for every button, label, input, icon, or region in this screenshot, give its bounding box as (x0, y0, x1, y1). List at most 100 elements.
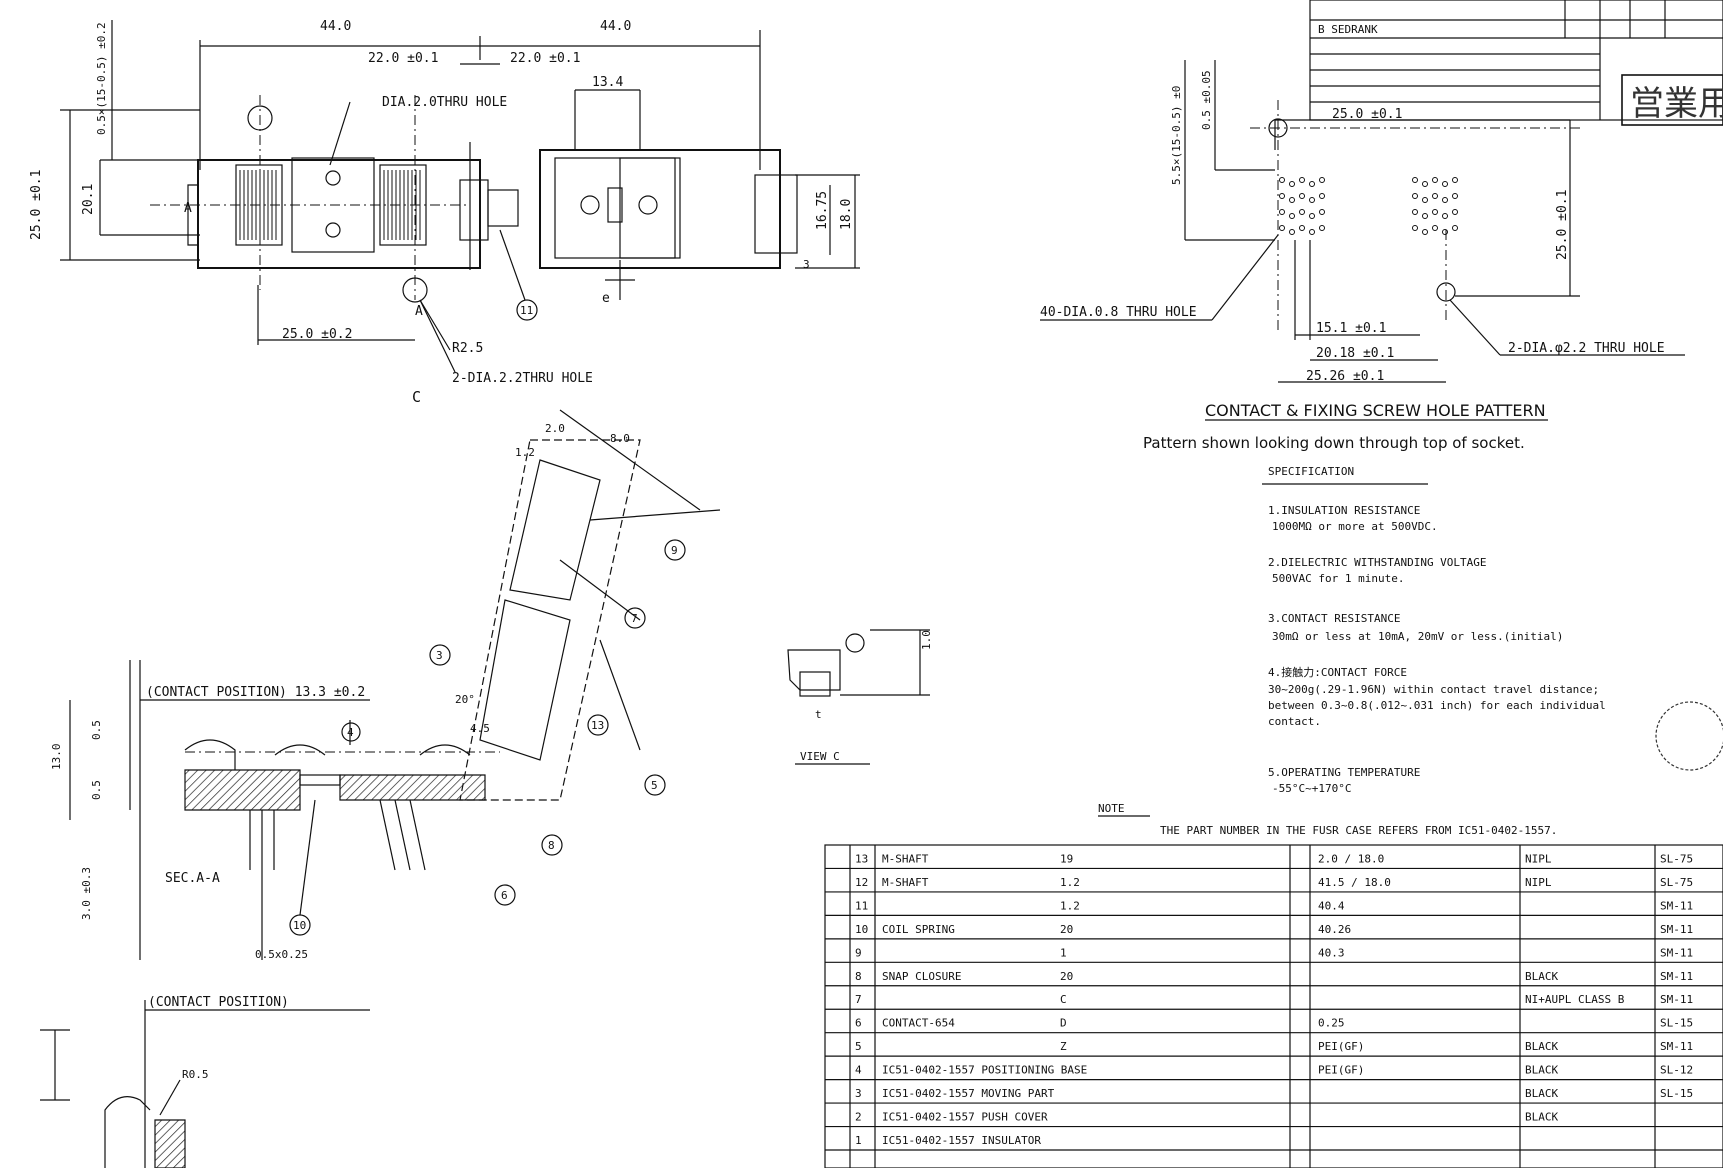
dim-sec-angle: 20° (455, 693, 475, 706)
bom-row-no: 3 (855, 1087, 862, 1100)
spec-heading: SPECIFICATION (1268, 465, 1354, 478)
bom-right-code: SM-11 (1660, 993, 1693, 1006)
spec-item-2-detail: 500VAC for 1 minute. (1272, 572, 1404, 585)
bom-material-spec: NIPL (1525, 876, 1552, 889)
label-a-bottom: A (415, 304, 423, 319)
bom-right-code: SL-15 (1660, 1087, 1693, 1100)
dim-side-height: 18.0 (839, 199, 854, 230)
dim-base: 25.0 ±0.2 (282, 327, 352, 342)
dim-left-pitch: 0.5×(15-0.5) ±0.2 (95, 22, 108, 135)
dim-hp-20: 20.18 ±0.1 (1316, 346, 1394, 361)
section-aa: (CONTACT POSITION) 13.3 ±0.2 0.5 0.5 13.… (50, 660, 500, 961)
balloon-3: 3 (436, 649, 443, 662)
bom-row-name: IC51-0402-1557 POSITIONING BASE (882, 1064, 1087, 1077)
balloon-6: 6 (501, 889, 508, 902)
bom-row-qty: 20 (1060, 970, 1073, 983)
bom-row-no: 9 (855, 946, 862, 959)
bom-right-code: SM-11 (1660, 923, 1693, 936)
bom-material-spec: BLACK (1525, 1087, 1558, 1100)
spec-item-1-detail: 1000MΩ or more at 500VDC. (1272, 520, 1438, 533)
dim-exploded-d: 4.5 (470, 722, 490, 735)
dim-hp-v2: 5.5×(15-0.5) ±0 (1170, 86, 1183, 185)
dim-r05: R0.5 (182, 1068, 209, 1081)
bom-row-no: 2 (855, 1111, 862, 1124)
bom-row-name: IC51-0402-1557 MOVING PART (882, 1087, 1055, 1100)
bom-right-code: SM-11 (1660, 970, 1693, 983)
bom-row-qty: 20 (1060, 923, 1073, 936)
spec-item-1-title: 1.INSULATION RESISTANCE (1268, 504, 1420, 517)
pad-row-left (1279, 177, 1325, 235)
bom-row-qty: 19 (1060, 852, 1073, 865)
dim-exploded-b: 8.0 (610, 432, 630, 445)
bom-row-name: IC51-0402-1557 PUSH COVER (882, 1111, 1048, 1124)
bom-right-code: SL-75 (1660, 876, 1693, 889)
label-c: C (412, 388, 421, 406)
dim-sec-v3: 13.0 (50, 744, 63, 771)
bottom-detail: (CONTACT POSITION) R0.5 (40, 995, 370, 1168)
balloon-9: 9 (671, 544, 678, 557)
view-c-label: VIEW C (800, 750, 840, 763)
bom-row-qty: D (1060, 1017, 1067, 1030)
bom-row-no: 5 (855, 1040, 862, 1053)
bom-right-code: SM-11 (1660, 1040, 1693, 1053)
bom-row-name: SNAP CLOSURE (882, 970, 961, 983)
note-heading: NOTE (1098, 802, 1125, 815)
dim-2dia: 2-DIA.2.2THRU HOLE (452, 371, 593, 386)
dim-half-left: 22.0 ±0.1 (368, 51, 438, 66)
dim-half-right: 22.0 ±0.1 (510, 51, 580, 66)
bom-row-no: 10 (855, 923, 868, 936)
hole-pattern-subtitle: Pattern shown looking down through top o… (1143, 434, 1525, 452)
dim-overall-width-right: 44.0 (600, 19, 631, 34)
bottom-contact-label: (CONTACT POSITION) (148, 995, 289, 1010)
bom-row-no: 12 (855, 876, 868, 889)
dim-hp-v1: 0.5 ±0.05 (1200, 70, 1213, 130)
spec-item-4-detail: 30~200g(.29-1.96N) within contact travel… (1268, 683, 1606, 728)
dim-sec-v2: 0.5 (90, 780, 103, 800)
inspection-stamp (1655, 701, 1723, 771)
bom-row-name: COIL SPRING (882, 923, 955, 936)
bom-material-code: 40.4 (1318, 899, 1345, 912)
bom-row-no: 4 (855, 1064, 862, 1077)
dim-hole-dia: DIA.2.0THRU HOLE (382, 95, 507, 110)
bom-row-no: 7 (855, 993, 862, 1006)
hole-pattern: 25.0 ±0.1 5.5×(15-0.5) ±0 0.5 ±0.05 25.0… (1040, 60, 1685, 452)
bom-row-name: CONTACT-654 (882, 1017, 955, 1030)
dim-sec-v4: 3.0 ±0.3 (80, 867, 93, 920)
balloon-8: 8 (548, 839, 555, 852)
label-2dia-holes: 2-DIA.φ2.2 THRU HOLE (1508, 341, 1665, 356)
bom-row-qty: 1.2 (1060, 899, 1080, 912)
bom-row-qty: 1.2 (1060, 876, 1080, 889)
bom-material-spec: BLACK (1525, 1064, 1558, 1077)
dim-sec-v1: 0.5 (90, 720, 103, 740)
bom-table (824, 844, 1723, 1168)
bom-row-no: 1 (855, 1134, 862, 1147)
bom-row-qty: C (1060, 993, 1067, 1006)
bom-material-code: 40.3 (1318, 946, 1345, 959)
balloon-5: 5 (651, 779, 658, 792)
dim-height-mid: 20.1 (81, 184, 96, 215)
balloon-11: 11 (520, 304, 533, 317)
revision-block: B SEDRANK 営業用 (1309, 0, 1723, 126)
bom-material-spec: BLACK (1525, 1040, 1558, 1053)
dim-view-c: 1.0 (920, 630, 933, 650)
dim-pin: 0.5x0.25 (255, 948, 308, 961)
bom-row-qty: Z (1060, 1040, 1067, 1053)
bom-right-code: SL-12 (1660, 1064, 1693, 1077)
spec-item-3-title: 3.CONTACT RESISTANCE (1268, 612, 1400, 625)
spec-item-2-title: 2.DIELECTRIC WITHSTANDING VOLTAGE (1268, 556, 1487, 569)
bom-material-spec: BLACK (1525, 970, 1558, 983)
bom-right-code: SL-75 (1660, 852, 1693, 865)
stamp: 営業用 (1630, 84, 1723, 124)
dim-hp-right: 25.0 ±0.1 (1555, 190, 1570, 260)
balloon-4: 4 (347, 726, 354, 739)
bom-material-code: 40.26 (1318, 923, 1351, 936)
top-view: 44.0 44.0 22.0 ±0.1 22.0 ±0.1 A A DIA.2.… (29, 19, 761, 406)
note-text: THE PART NUMBER IN THE FUSR CASE REFERS … (1160, 824, 1557, 837)
bom-material-code: PEI(GF) (1318, 1040, 1364, 1053)
bom-material-spec: NI+AUPL CLASS B (1525, 993, 1625, 1006)
dim-height-left: 25.0 ±0.1 (29, 170, 44, 240)
dim-exploded-c: 1.2 (515, 446, 535, 459)
dim-side-right: 13.4 (592, 75, 623, 90)
side-view: 18.0 16.75 13.4 e 3 (539, 75, 860, 306)
